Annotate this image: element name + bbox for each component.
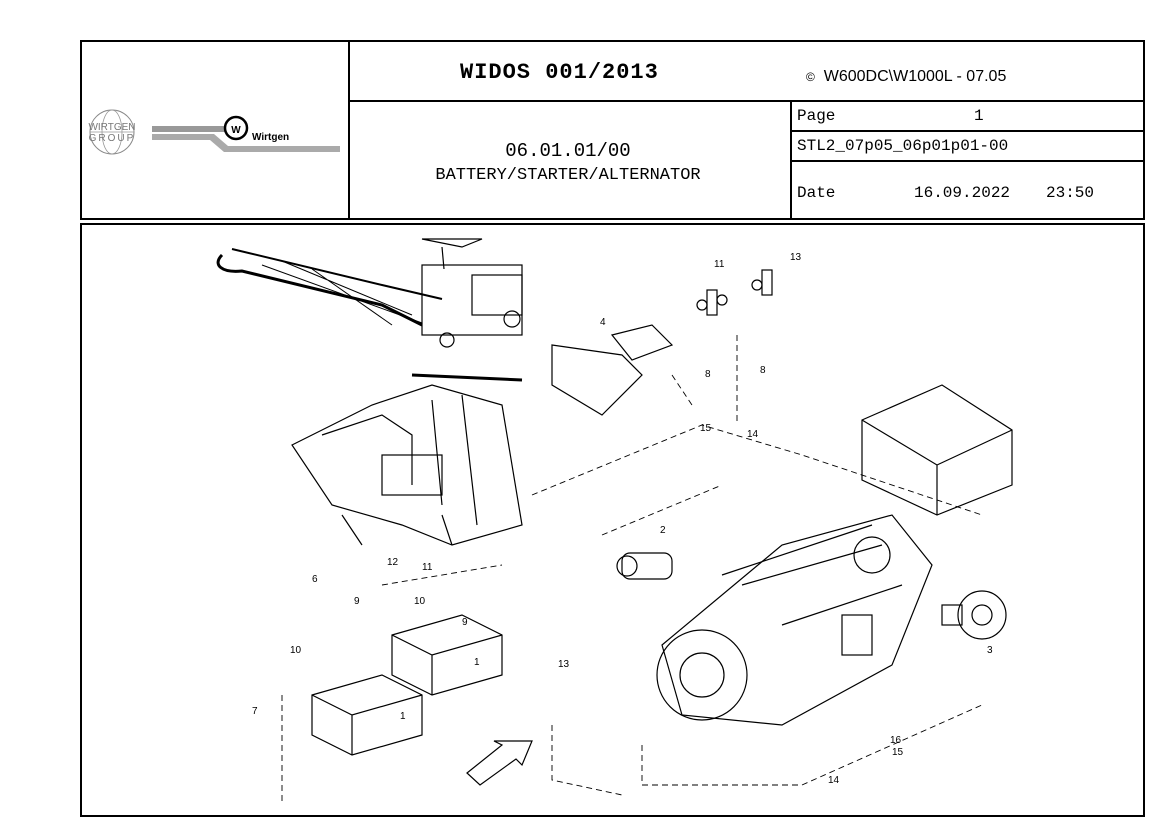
title-cell: WIDOS 001/2013 © W600DC\W1000L - 07.05 [348, 42, 1143, 102]
battery-left [311, 674, 423, 756]
callout-label: 13 [558, 659, 570, 670]
callout-label: 6 [312, 574, 318, 585]
description-cell: 06.01.01/00 BATTERY/STARTER/ALTERNATOR [348, 102, 792, 218]
callout-label: 9 [354, 596, 360, 607]
machine-frame [291, 373, 523, 546]
parts-diagram: 11 13 4 8 8 15 14 2 3 12 11 6 9 10 9 10 … [216, 238, 1013, 805]
group-code: 06.01.01/00 [505, 140, 631, 162]
wirtgen-logo: W Wirtgen [152, 115, 340, 152]
callout-label: 11 [422, 562, 433, 573]
date-row: Date 16.09.2022 23:50 [792, 162, 1143, 218]
wirtgen-group-logo: WIRTGEN GROUP [88, 109, 136, 155]
copyright-icon: © [806, 70, 815, 84]
group-name: BATTERY/STARTER/ALTERNATOR [435, 166, 701, 185]
callout-label: 2 [660, 525, 666, 536]
engine-assembly [656, 514, 933, 726]
page-number: 1 [974, 107, 984, 125]
doc-id-row: STL2_07p05_06p01p01-00 [792, 132, 1143, 162]
date-label: Date [797, 184, 836, 202]
callout-label: 10 [290, 645, 302, 656]
exploded-view-drawing: 11 13 4 8 8 15 14 2 3 12 11 6 9 10 9 10 … [80, 223, 1145, 817]
alternator [941, 590, 1007, 640]
callout-label: 16 [890, 735, 902, 746]
callout-label: 13 [790, 252, 802, 263]
model-code: W600DC\W1000L - 07.05 [823, 68, 1007, 85]
callout-label: 7 [252, 706, 258, 717]
callout-label: 10 [414, 596, 426, 607]
battery-switch-assembly [551, 269, 773, 416]
orientation-arrow-icon [466, 740, 533, 786]
wirtgen-badge: W [231, 125, 241, 136]
wirtgen-wordmark: Wirtgen [252, 132, 289, 143]
page-label: Page [797, 107, 836, 125]
group-logo-line1: WIRTGEN [88, 122, 135, 133]
callout-label: 1 [474, 657, 480, 668]
callout-label: 11 [714, 259, 725, 270]
logo-graphic: WIRTGEN GROUP W Wirtgen [88, 109, 340, 155]
callout-label: 15 [892, 747, 904, 758]
callout-label: 8 [760, 365, 766, 376]
callout-label: 14 [828, 775, 840, 786]
starter-motor [616, 552, 673, 580]
model-line: © W600DC\W1000L - 07.05 [806, 68, 1006, 86]
battery-box [861, 384, 1013, 516]
logo-cell: WIRTGEN GROUP W Wirtgen [82, 42, 350, 218]
cable-runs [281, 335, 983, 805]
callout-label: 15 [700, 423, 712, 434]
callout-label: 9 [462, 617, 468, 628]
callout-label: 14 [747, 429, 759, 440]
group-logo-line2: GROUP [89, 133, 136, 144]
machine-overview [216, 238, 523, 348]
document-id: STL2_07p05_06p01p01-00 [797, 137, 1009, 155]
part-callouts: 11 13 4 8 8 15 14 2 3 12 11 6 9 10 9 10 … [252, 252, 993, 786]
callout-label: 8 [705, 369, 711, 380]
callout-label: 1 [400, 711, 406, 722]
date-value: 16.09.2022 [914, 184, 1011, 202]
callout-label: 12 [387, 557, 399, 568]
battery-right [391, 614, 503, 696]
callout-label: 4 [600, 317, 606, 328]
page-row: Page 1 [792, 102, 1143, 132]
callout-label: 3 [987, 645, 993, 656]
time-value: 23:50 [1046, 184, 1095, 202]
title-block: WIRTGEN GROUP W Wirtgen WIDOS 001/2013 ©… [80, 40, 1145, 220]
document-title: WIDOS 001/2013 [460, 60, 659, 85]
